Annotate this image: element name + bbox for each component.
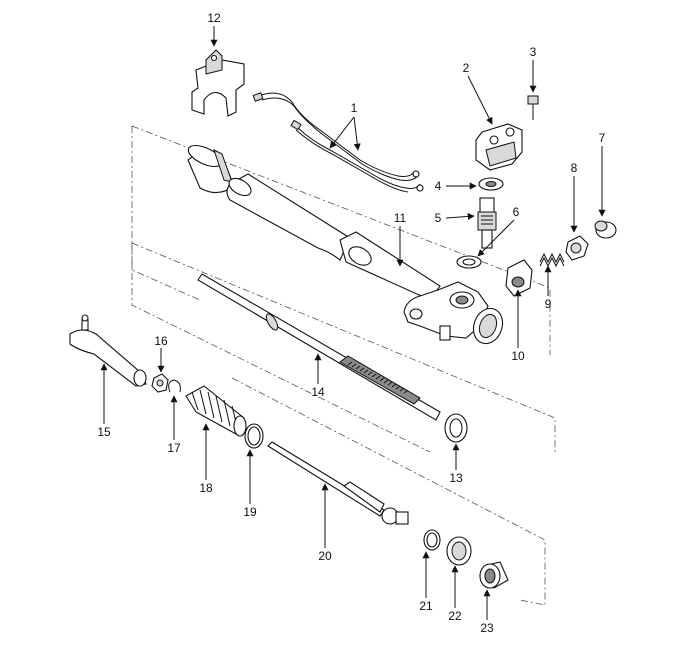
- assembly-frame-rack: [131, 242, 556, 455]
- assembly-frame-tie-rod: [231, 377, 546, 606]
- lock-nut-part: [565, 235, 589, 261]
- mounting-bracket-part: [191, 49, 245, 117]
- callout-18: 18: [199, 481, 213, 495]
- callout-9: 9: [545, 297, 552, 311]
- gear-housing-part: [187, 144, 504, 345]
- callout-22: 22: [448, 609, 462, 623]
- washer-22-part: [446, 536, 472, 566]
- pinion-part: [477, 197, 497, 249]
- clip-17-part: [168, 379, 181, 393]
- callout-23: 23: [480, 621, 494, 635]
- callout-4: 4: [435, 179, 442, 193]
- tie-rod-end-part: [69, 314, 147, 387]
- callout-3: 3: [530, 45, 537, 59]
- rack-guide-part: [505, 259, 533, 297]
- leader-lines: [100, 26, 606, 620]
- oil-seal-part: [456, 255, 482, 269]
- callout-15: 15: [97, 425, 111, 439]
- callout-2: 2: [463, 61, 470, 75]
- bolt-part: [527, 95, 539, 120]
- callout-11: 11: [394, 211, 407, 225]
- callout-21: 21: [419, 599, 433, 613]
- callout-17: 17: [167, 441, 181, 455]
- callout-12: 12: [207, 11, 221, 25]
- cap-part: [594, 220, 617, 239]
- callout-8: 8: [571, 161, 578, 175]
- assembly-frame-housing: [131, 125, 551, 355]
- bushing-23-part: [479, 561, 509, 589]
- circlip-21-part: [423, 529, 441, 551]
- callout-14: 14: [311, 385, 325, 399]
- callout-16: 16: [154, 334, 168, 348]
- callout-1: 1: [351, 101, 358, 115]
- callout-6: 6: [513, 205, 520, 219]
- seal-part: [478, 177, 504, 191]
- bellows-boot-part: [185, 385, 247, 437]
- feed-tube-part: [252, 92, 424, 193]
- rack-part: [197, 273, 441, 421]
- callout-7: 7: [599, 131, 606, 145]
- inner-tie-rod-part: [267, 441, 409, 525]
- ring-part: [444, 413, 468, 443]
- valve-body-part: [475, 123, 523, 171]
- lock-nut-16-part: [151, 373, 169, 393]
- callout-labels: 12 1 2 3 4 5 6 7 8 9 10 11 13 14 15 16 1…: [97, 11, 605, 635]
- boot-band-part: [244, 423, 264, 449]
- callout-5: 5: [435, 211, 442, 225]
- callout-10: 10: [511, 349, 525, 363]
- callout-20: 20: [318, 549, 332, 563]
- spring-part: [539, 252, 565, 268]
- callout-13: 13: [449, 471, 463, 485]
- callout-19: 19: [243, 505, 257, 519]
